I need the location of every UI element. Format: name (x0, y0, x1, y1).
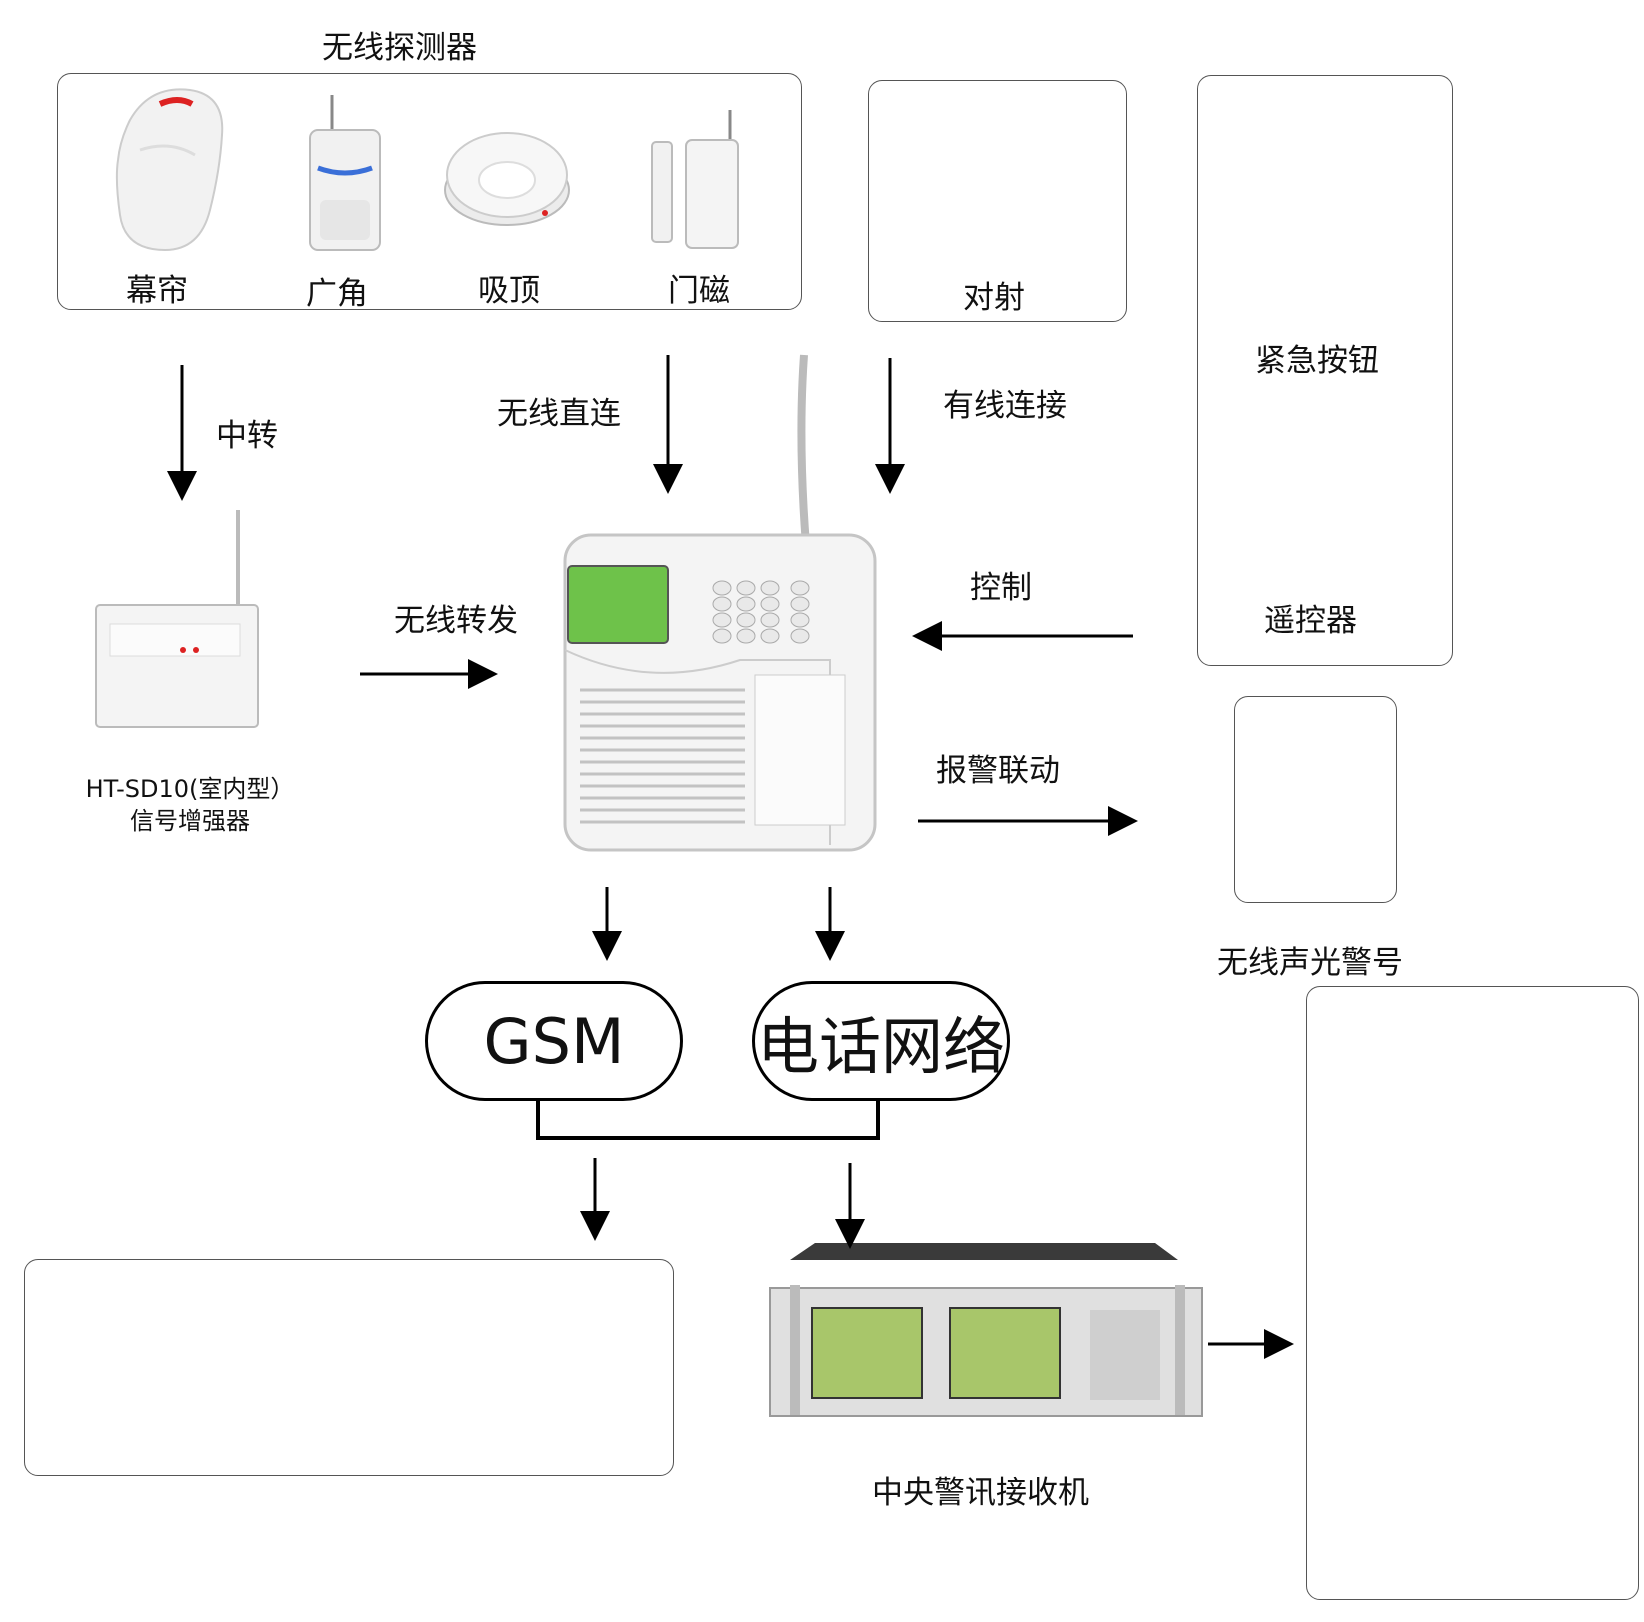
network-bracket (536, 1095, 880, 1140)
repeater-model-label: HT-SD10(室内型） (85, 775, 295, 803)
siren-label: 无线声光警号 (1217, 945, 1403, 981)
remote-group-box (1197, 75, 1453, 666)
receiver-label: 中央警讯接收机 (872, 1475, 1089, 1511)
receiver-device-icon (769, 1243, 1203, 1417)
door-magnet-icon (651, 110, 739, 249)
gsm-network-node: GSM (425, 981, 683, 1101)
relay-label: 中转 (216, 418, 278, 454)
wireless-forward-label: 无线转发 (394, 603, 518, 639)
beam-group-box (868, 80, 1127, 322)
repeater-icon (95, 510, 259, 728)
computer-box (1306, 986, 1639, 1600)
siren-box (1234, 696, 1397, 903)
detector-label-door-magnet: 门磁 (668, 273, 730, 309)
phones-box (24, 1259, 674, 1476)
wireless-direct-label: 无线直连 (497, 396, 621, 432)
detector-label-curtain: 幕帘 (126, 273, 188, 309)
wired-label: 有线连接 (943, 388, 1067, 424)
curtain-detector-icon (115, 88, 224, 252)
emergency-button-label: 紧急按钮 (1255, 343, 1379, 379)
beam-label: 对射 (963, 280, 1025, 316)
detector-label-ceiling: 吸顶 (478, 273, 540, 309)
detector-label-wide-angle: 广角 (306, 276, 368, 312)
phone-network-node: 电话网络 (752, 981, 1010, 1101)
alarm-panel-icon (563, 354, 877, 852)
repeater-name-label: 信号增强器 (130, 807, 250, 835)
control-label: 控制 (970, 570, 1032, 606)
detector-group-title: 无线探测器 (322, 30, 477, 66)
remote-control-label: 遥控器 (1264, 603, 1357, 639)
ceiling-detector-icon (444, 132, 570, 226)
alarm-link-label: 报警联动 (936, 753, 1060, 789)
connection-arrows (167, 355, 1294, 1359)
wide-angle-detector-icon (309, 95, 381, 251)
